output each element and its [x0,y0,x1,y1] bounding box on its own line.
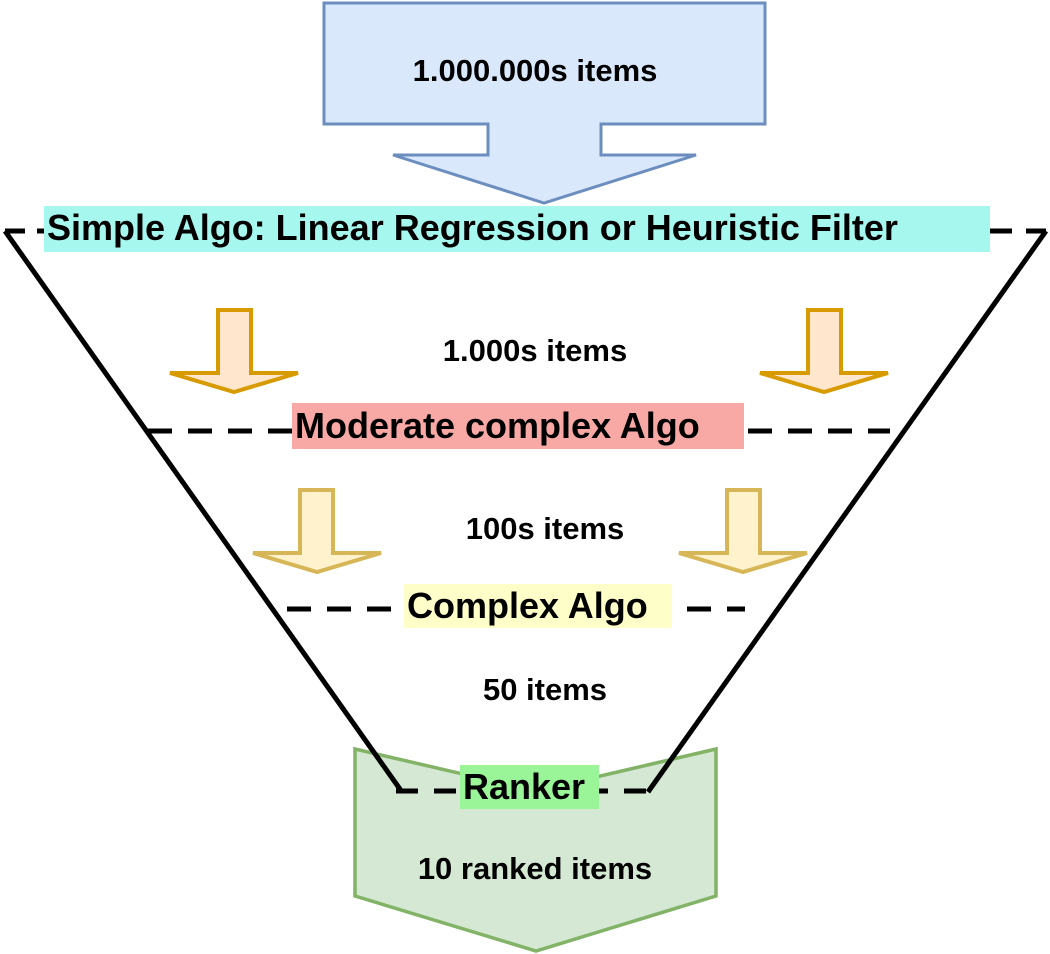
count-label-100s: 100s items [465,511,625,546]
input-count-label: 1.000.000s items [412,53,658,88]
input-block-arrow [322,1,767,205]
output-count-label: 10 ranked items [417,851,653,886]
funnel-right-edge [645,229,1049,794]
down-arrow-yellow-left [252,488,382,575]
funnel-left-edge [2,229,405,794]
down-arrow-yellow-right [678,488,808,575]
stage-label-moderate: Moderate complex Algo [292,403,744,449]
stage-label-ranker: Ranker [460,765,599,809]
down-arrow-orange-right [759,308,889,395]
count-label-1000s: 1.000s items [442,333,628,368]
stage-label-simple: Simple Algo: Linear Regression or Heuris… [44,206,990,252]
stage-label-complex: Complex Algo [404,584,672,628]
down-arrow-orange-left [169,308,299,395]
count-label-50: 50 items [482,672,608,707]
